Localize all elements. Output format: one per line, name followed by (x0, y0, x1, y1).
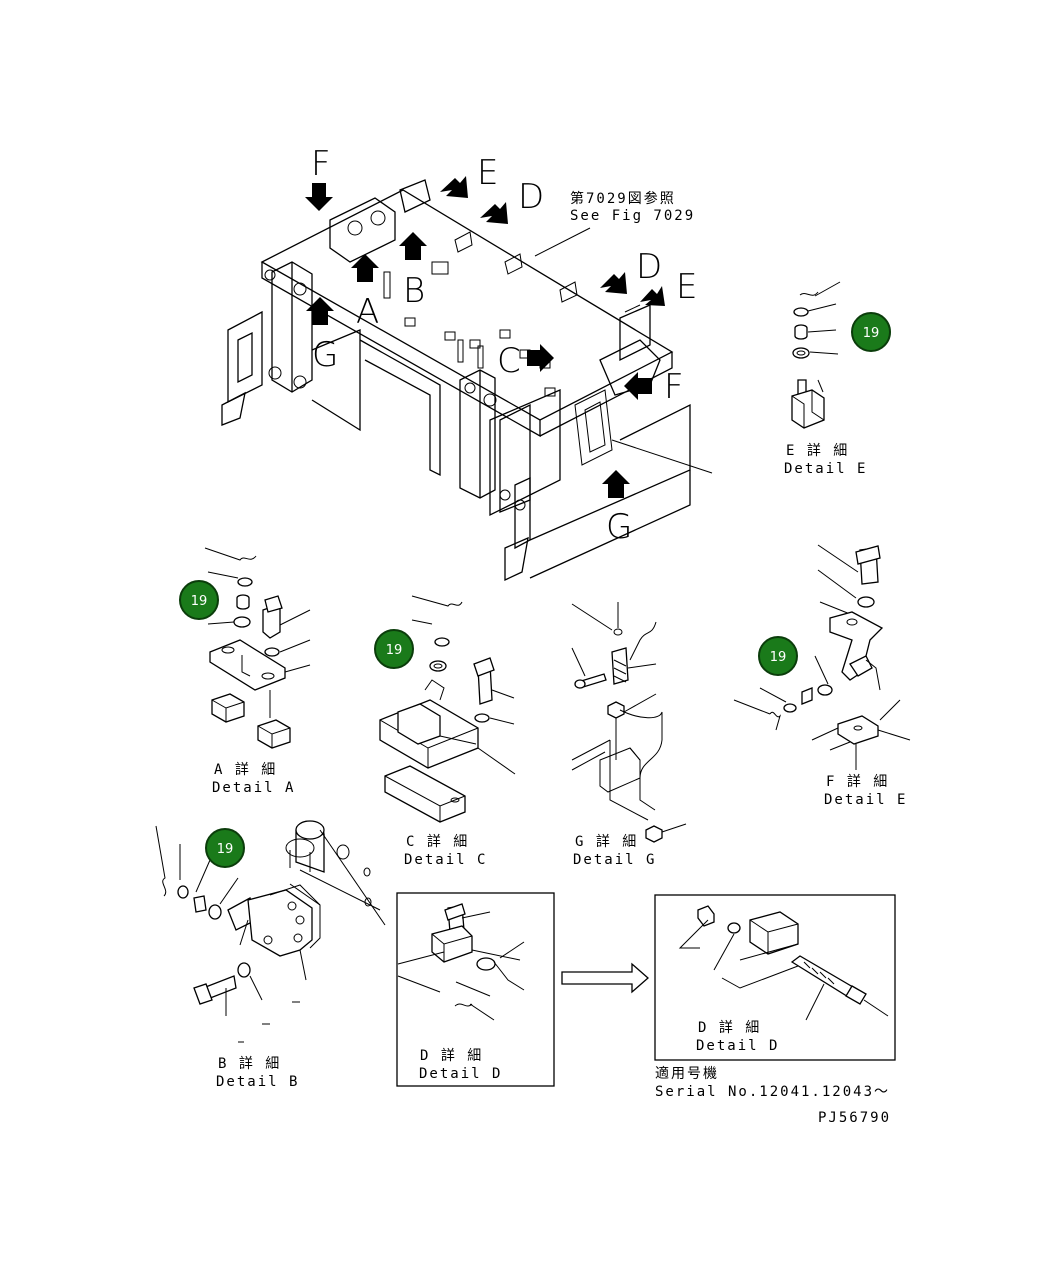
detail-c-jp: C 詳 細 (406, 834, 469, 850)
detail-f-en: Detail E (824, 792, 907, 808)
serial-jp: 適用号機 (655, 1065, 719, 1082)
part-badge-b: 19 (205, 828, 245, 868)
arrow-g-bottom (602, 470, 630, 498)
label-c: C (497, 341, 521, 381)
detail-b: B 詳 細 Detail B (155, 820, 386, 1090)
detail-c-en: Detail C (404, 852, 487, 868)
label-g-bottom: G (606, 507, 632, 547)
arrow-f-right (624, 372, 652, 400)
main-frame-assembly (221, 179, 713, 582)
detail-a-en: Detail A (212, 780, 295, 796)
detail-e: E 詳 細 Detail E (784, 281, 867, 477)
detail-e-en: Detail E (784, 461, 867, 477)
part-badge-e-text: 19 (863, 326, 880, 341)
detail-d-new: D 詳 細 Detail D (654, 894, 896, 1061)
part-badge-f-text: 19 (770, 650, 787, 665)
view-labels: F E D A B C G D E F G (311, 144, 697, 547)
label-f-right: F (664, 367, 684, 407)
detail-d-old: D 詳 細 Detail D (396, 892, 555, 1087)
drawing-number: PJ56790 (818, 1110, 891, 1126)
detail-g-en: Detail G (573, 852, 656, 868)
detail-d-new-en: Detail D (696, 1038, 779, 1054)
detail-c: C 詳 細 Detail C (379, 595, 516, 868)
detail-b-jp: B 詳 細 (218, 1056, 281, 1072)
part-badge-c-text: 19 (386, 643, 403, 658)
serial-info: 適用号機 Serial No.12041.12043～ (655, 1065, 890, 1100)
label-g-left: G (312, 335, 338, 375)
arrow-d-right (600, 272, 627, 294)
part-badge-e: 19 (851, 312, 891, 352)
detail-d-old-box (396, 892, 555, 1087)
label-b: B (403, 271, 425, 311)
detail-g: G 詳 細 Detail G (571, 602, 687, 868)
indicator-arrows (305, 176, 665, 498)
serial-en: Serial No.12041.12043～ (655, 1084, 890, 1100)
detail-a-jp: A 詳 細 (214, 762, 277, 778)
part-badge-c: 19 (374, 629, 414, 669)
detail-d-new-box (654, 894, 896, 1061)
detail-d-old-en: Detail D (419, 1066, 502, 1082)
label-e-top: E (477, 153, 498, 193)
label-a: A (356, 292, 379, 332)
detail-a: A 詳 細 Detail A (204, 547, 311, 796)
arrow-f-top (305, 183, 333, 211)
label-e-right: E (676, 267, 697, 307)
label-d-right: D (636, 247, 662, 287)
detail-f-jp: F 詳 細 (826, 774, 889, 790)
arrow-a-right (351, 254, 379, 282)
part-badge-a-text: 19 (191, 594, 208, 609)
detail-f: F 詳 細 Detail E (733, 544, 911, 808)
arrow-e-top (440, 176, 468, 198)
change-arrow (561, 962, 649, 994)
arrow-e-right (640, 286, 665, 306)
arrow-d-top (480, 202, 508, 224)
part-badge-b-text: 19 (217, 842, 234, 857)
fig-ref-jp: 第7029図参照 (570, 190, 676, 207)
part-badge-f: 19 (758, 636, 798, 676)
figure-reference: 第7029図参照 See Fig 7029 (570, 190, 695, 224)
arrow-a-left (306, 297, 334, 325)
detail-g-jp: G 詳 細 (575, 834, 638, 850)
detail-d-old-jp: D 詳 細 (420, 1048, 483, 1064)
arrow-c (527, 344, 554, 372)
label-d-top: D (518, 177, 544, 217)
detail-d-new-jp: D 詳 細 (698, 1020, 761, 1036)
fig-ref-en: See Fig 7029 (570, 208, 695, 224)
arrow-b (399, 232, 427, 260)
detail-b-en: Detail B (216, 1074, 299, 1090)
part-badge-a: 19 (179, 580, 219, 620)
label-f-top: F (311, 144, 331, 184)
detail-e-jp: E 詳 細 (786, 443, 849, 459)
